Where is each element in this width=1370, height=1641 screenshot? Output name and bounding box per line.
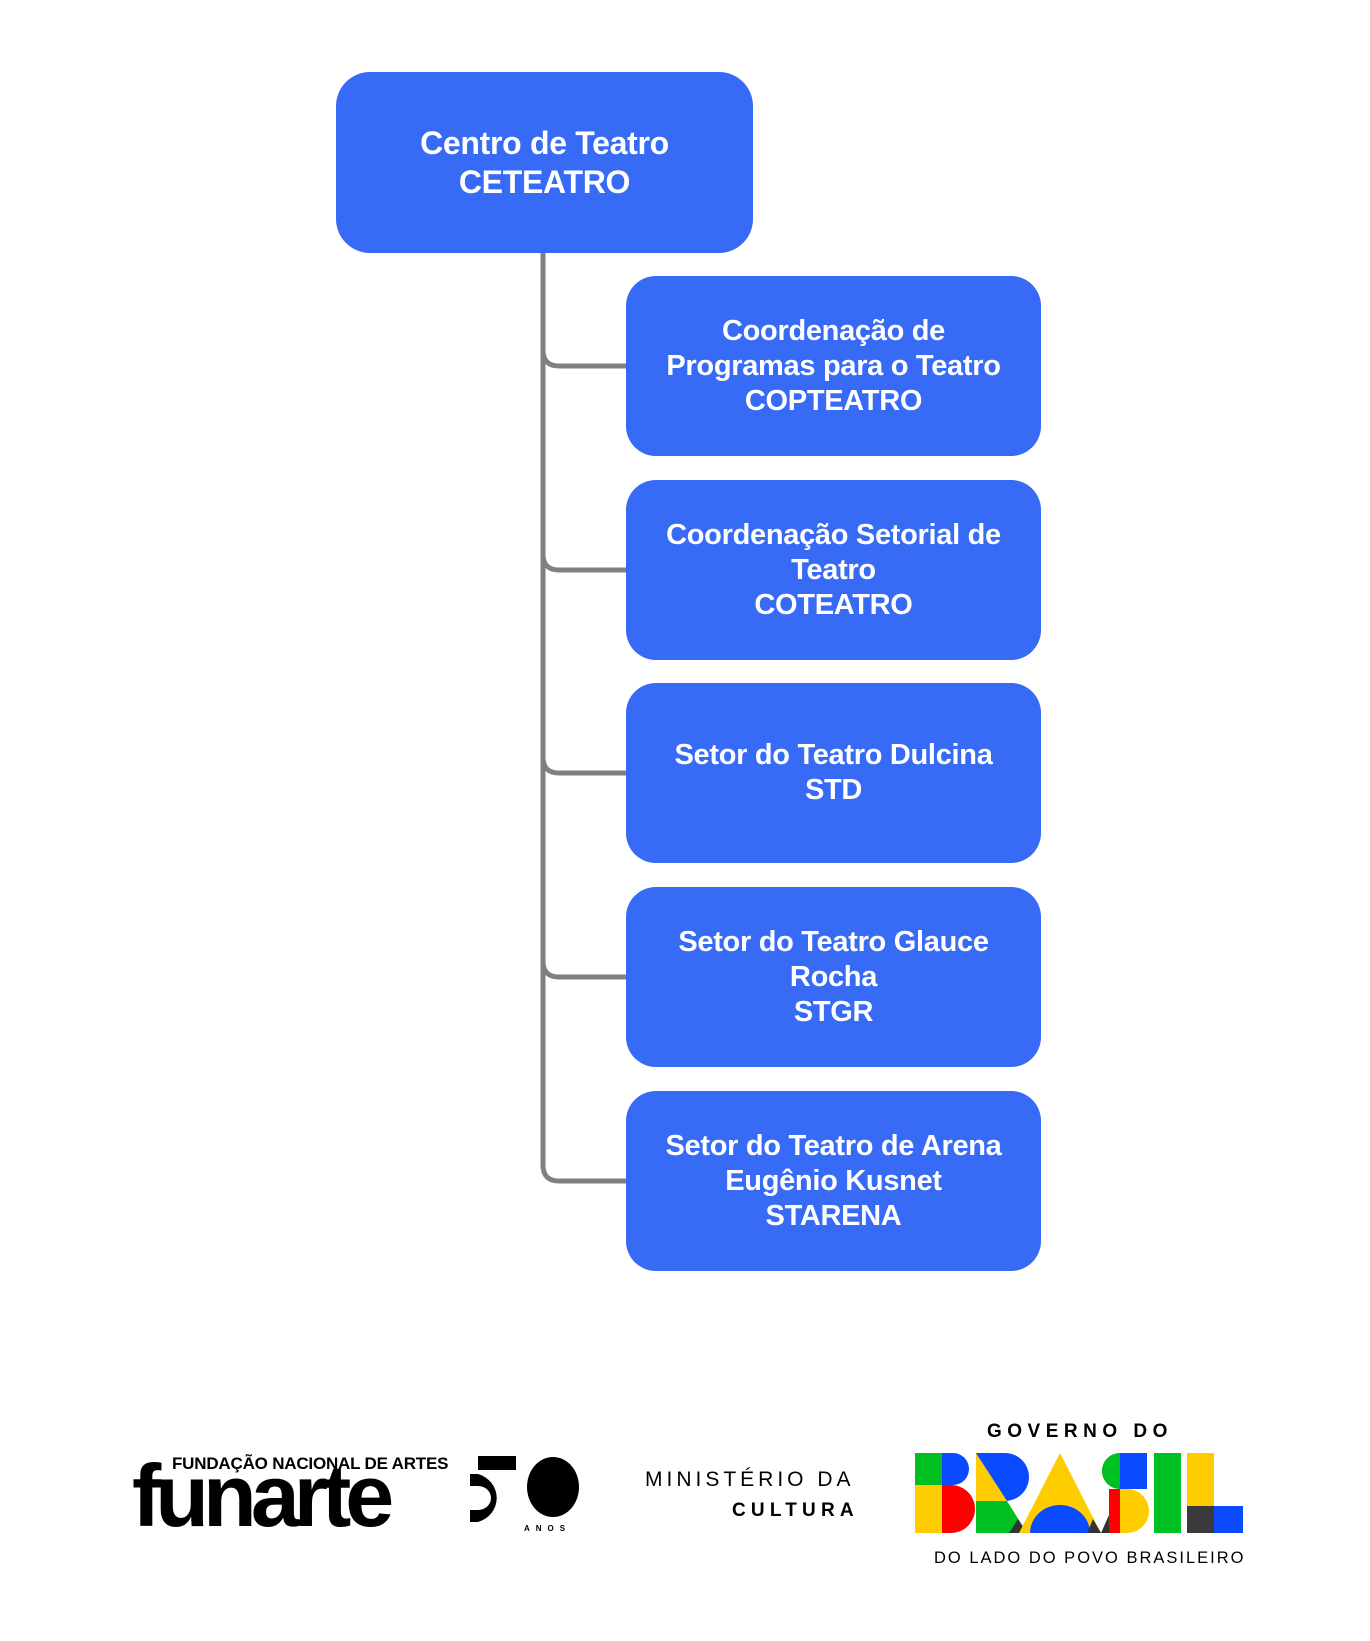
government-tagline: DO LADO DO POVO BRASILEIRO — [934, 1549, 1246, 1567]
ministry-line1: MINISTÉRIO DA — [645, 1468, 855, 1491]
government-top-text: GOVERNO DO — [987, 1421, 1173, 1442]
node-title-line: Setor do Teatro Glauce — [678, 925, 989, 958]
letter-i — [1154, 1453, 1181, 1533]
fifty-five-bowl — [470, 1474, 497, 1522]
funarte-wordmark: funarte — [132, 1446, 394, 1545]
fifty-zero — [527, 1457, 579, 1517]
node-title-line: Setor do Teatro Dulcina — [674, 739, 993, 771]
org-node-root-ceteatro: Centro de Teatro CETEATRO — [336, 72, 753, 253]
node-acronym: CETEATRO — [458, 163, 631, 200]
connector-branch — [540, 756, 626, 776]
connector-branch — [540, 349, 626, 369]
node-acronym: STGR — [793, 995, 874, 1028]
letter-r — [976, 1453, 1029, 1533]
funarte-subtitle: FUNDAÇÃO NACIONAL DE ARTES — [172, 1454, 449, 1473]
funarte-50-icon — [470, 1456, 579, 1522]
node-acronym: COTEATRO — [754, 588, 913, 621]
org-node-coteatro: Coordenação Setorial de Teatro COTEATRO — [626, 480, 1041, 660]
connector-branch — [540, 553, 626, 573]
org-node-starena: Setor do Teatro de Arena Eugênio Kusnet … — [626, 1091, 1041, 1271]
node-title-line: Setor do Teatro de Arena — [665, 1129, 1002, 1162]
org-node-std: Setor do Teatro Dulcina STD — [626, 683, 1041, 863]
node-acronym: STARENA — [765, 1199, 902, 1232]
letter-s — [1101, 1453, 1149, 1533]
node-title-line: Coordenação de — [721, 314, 945, 347]
connector-trunk — [540, 253, 626, 1184]
org-node-stgr: Setor do Teatro Glauce Rocha STGR — [626, 887, 1041, 1067]
letter-b — [915, 1453, 975, 1533]
node-acronym: STD — [804, 774, 863, 806]
letter-l — [1187, 1453, 1243, 1533]
node-acronym: COPTEATRO — [744, 384, 923, 417]
node-title-line: Eugênio Kusnet — [725, 1164, 942, 1197]
ministry-line2: CULTURA — [732, 1500, 859, 1521]
funarte-anos-label: ANOS — [524, 1524, 572, 1533]
node-title-line: Coordenação Setorial de — [666, 518, 1001, 551]
brasil-wordmark-icon — [915, 1453, 1243, 1533]
org-node-copteatro: Coordenação de Programas para o Teatro C… — [626, 276, 1041, 456]
node-title: Centro de Teatro — [420, 124, 669, 161]
node-title-line: Programas para o Teatro — [666, 349, 1001, 382]
connector-branch — [540, 960, 626, 980]
node-title-line: Teatro — [791, 553, 876, 586]
node-title-line: Rocha — [789, 960, 878, 993]
fifty-five-bar — [478, 1456, 516, 1470]
letter-a — [1019, 1453, 1101, 1533]
